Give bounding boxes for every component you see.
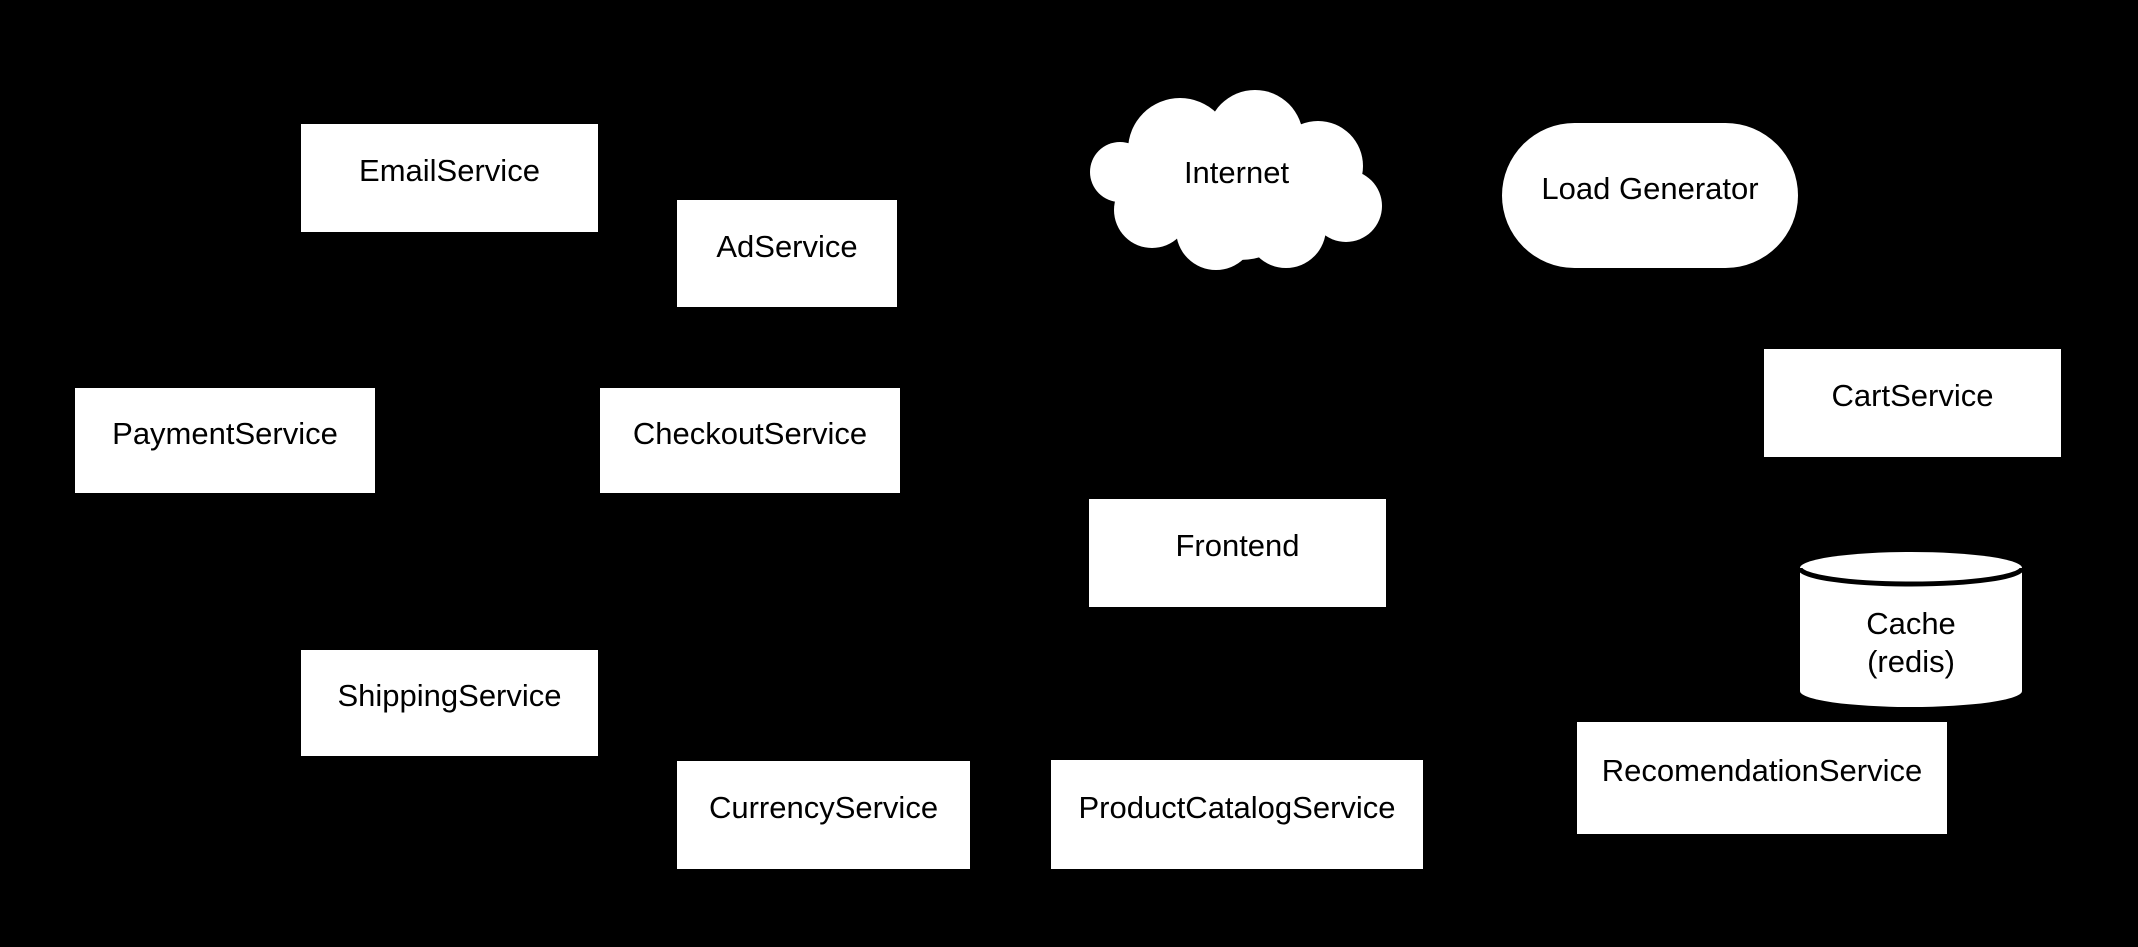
node-label: CheckoutService	[632, 415, 868, 451]
node-ad-service: AdService	[677, 200, 897, 307]
cache-label-line2: (redis)	[1867, 643, 1955, 679]
node-label: AdService	[716, 228, 858, 264]
node-load-generator: Load Generator	[1502, 123, 1798, 268]
node-currency-service: CurrencyService	[677, 761, 970, 869]
node-label: Internet	[1183, 155, 1290, 190]
node-checkout-service: CheckoutService	[600, 388, 900, 493]
node-label: CurrencyService	[708, 790, 939, 825]
database-cylinder-icon	[1800, 552, 2022, 707]
node-email-service: EmailService	[301, 124, 598, 232]
node-frontend: Frontend	[1089, 499, 1386, 607]
node-recomendation-service: RecomendationService	[1577, 722, 1947, 834]
node-label: ProductCatalogService	[1078, 789, 1396, 825]
node-label: CartService	[1831, 378, 1994, 413]
node-internet: Internet	[1090, 88, 1383, 270]
node-product-catalog-service: ProductCatalogService	[1051, 760, 1423, 869]
cloud-icon	[1090, 90, 1382, 270]
node-shipping-service: ShippingService	[301, 650, 598, 756]
node-label: EmailService	[359, 153, 540, 188]
node-label: PaymentService	[112, 415, 338, 451]
node-payment-service: PaymentService	[75, 388, 375, 493]
node-label: Load Generator	[1541, 170, 1759, 206]
node-cart-service: CartService	[1764, 349, 2061, 457]
node-label: RecomendationService	[1601, 753, 1923, 788]
node-label: Cache (redis)	[1800, 552, 2022, 707]
node-label: Frontend	[1175, 528, 1300, 563]
node-label: ShippingService	[337, 678, 562, 713]
cache-label-line1: Cache	[1866, 605, 1956, 641]
node-cache-redis: Cache (redis)	[1800, 552, 2022, 707]
